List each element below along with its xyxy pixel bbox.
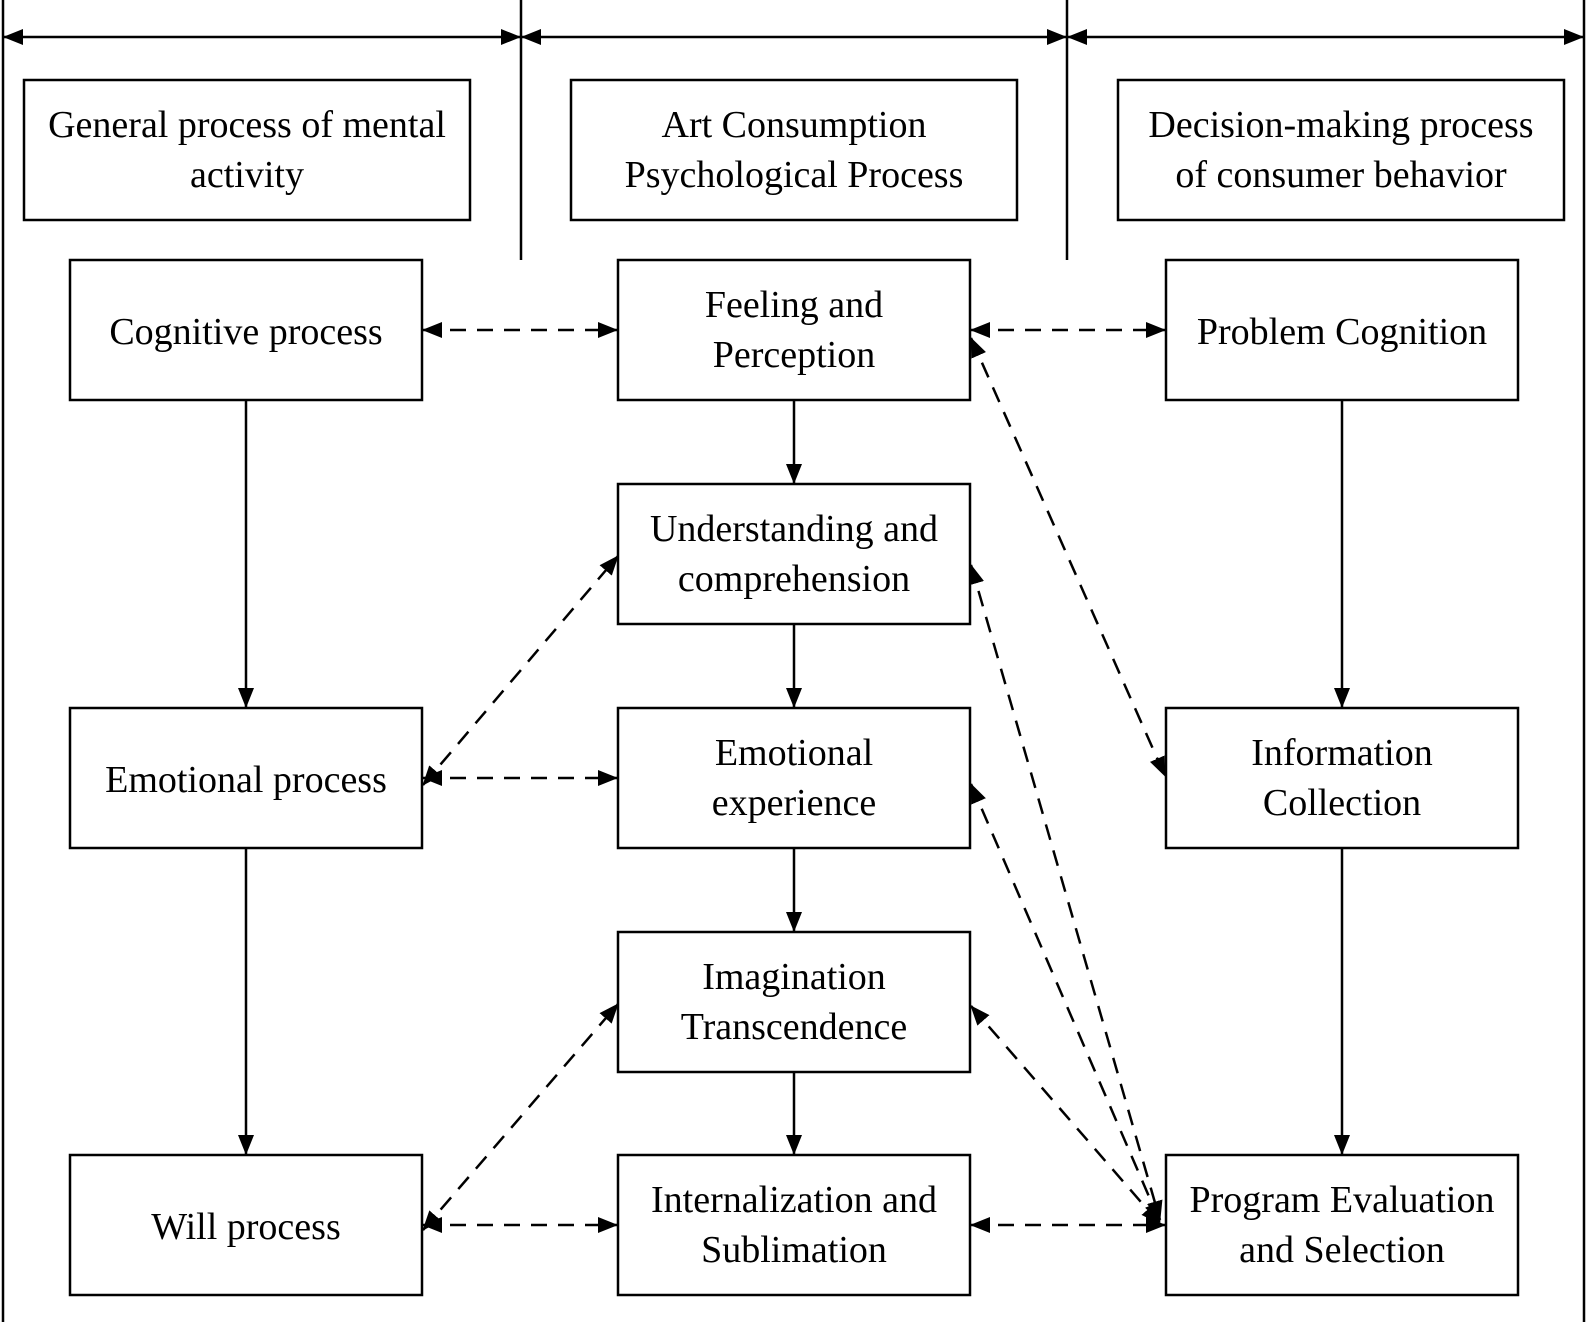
node-understanding: Understanding and comprehension: [616, 482, 972, 626]
node-text: Transcendence: [681, 1006, 908, 1048]
node-text: Collection: [1263, 782, 1421, 824]
node-text: Program Evaluation: [1190, 1179, 1495, 1221]
connectors: [238, 322, 1350, 1233]
node-problem-cognition: Problem Cognition: [1164, 258, 1520, 402]
relation-arrow-emotional_exp-program: [969, 783, 1162, 1223]
node-text: experience: [712, 782, 877, 824]
node-imagination: Imagination Transcendence: [616, 930, 972, 1074]
node-emotional-process: Emotional process: [68, 706, 424, 850]
node-text: and Selection: [1239, 1229, 1445, 1271]
header-art: Art Consumption Psychological Process: [569, 78, 1019, 222]
node-cognitive-process: Cognitive process: [68, 258, 424, 402]
header-decision: Decision-making process of consumer beha…: [1116, 78, 1566, 222]
node-text: Information: [1251, 732, 1433, 774]
node-will-process: Will process: [68, 1153, 424, 1297]
node-feeling-perception: Feeling and Perception: [616, 258, 972, 402]
header-mental: General process of mental activity: [22, 78, 472, 222]
node-program-evaluation: Program Evaluation and Selection: [1164, 1153, 1520, 1297]
node-text: Perception: [713, 334, 876, 376]
header-mental-line2: activity: [190, 154, 304, 196]
relation-arrow-imagination-program: [970, 1005, 1161, 1225]
relation-arrow-feeling-information: [969, 337, 1167, 777]
node-text: Internalization and: [651, 1179, 937, 1221]
node-text: Feeling and: [705, 284, 883, 326]
node-text: Imagination: [702, 956, 886, 998]
node-text: Sublimation: [701, 1229, 887, 1271]
relation-arrow-emotional_proc-understanding: [422, 555, 619, 786]
header-mental-line1: General process of mental: [48, 104, 446, 146]
node-emotional-experience: Emotional experience: [616, 706, 972, 850]
node-text: Problem Cognition: [1197, 311, 1487, 353]
header-decision-line2: of consumer behavior: [1175, 154, 1507, 196]
node-internalization: Internalization and Sublimation: [616, 1153, 972, 1297]
relation-arrow-understanding-program: [968, 564, 1163, 1221]
node-text: Will process: [151, 1206, 340, 1248]
relation-arrow-will-imagination: [422, 1003, 619, 1231]
header-art-line2: Psychological Process: [625, 154, 964, 196]
node-text: comprehension: [678, 558, 910, 600]
node-information-collection: Information Collection: [1164, 706, 1520, 850]
header-decision-line1: Decision-making process: [1148, 104, 1533, 146]
node-text: Cognitive process: [109, 311, 382, 353]
node-text: Emotional: [715, 732, 873, 774]
header-art-line1: Art Consumption: [662, 104, 927, 146]
node-text: Understanding and: [650, 508, 938, 550]
node-text: Emotional process: [105, 759, 387, 801]
